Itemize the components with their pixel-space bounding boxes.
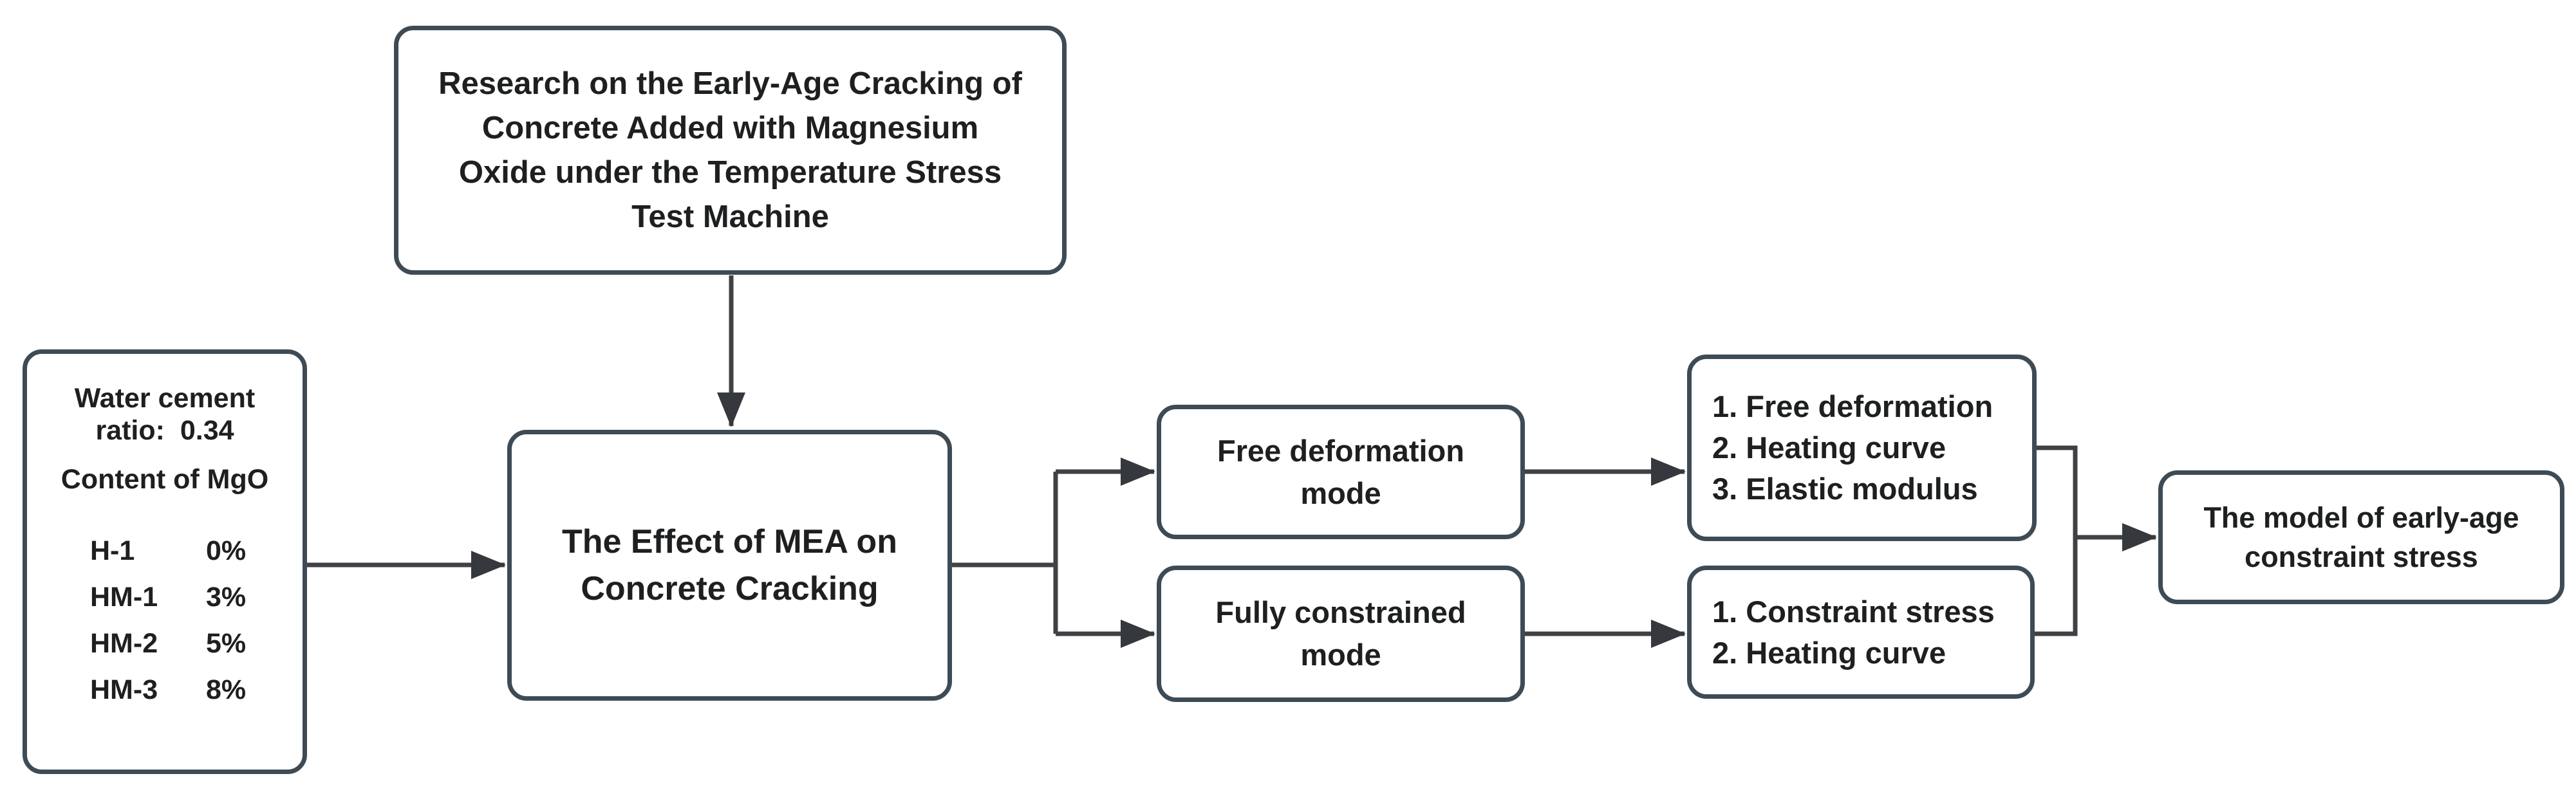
list-item: 3. Elastic modulus xyxy=(1712,472,1978,506)
mgo-percent: 0% xyxy=(206,535,247,566)
mgo-percent: 3% xyxy=(206,582,247,613)
model-line: The model of early-age xyxy=(2203,501,2519,534)
model-line: constraint stress xyxy=(2245,540,2478,573)
table-row: HM-3 8% xyxy=(27,667,303,713)
list-item: 2. Heating curve xyxy=(1712,635,1946,670)
research-title-line: Test Machine xyxy=(631,199,829,234)
free-deformation-mode-line: Free deformation xyxy=(1217,433,1464,468)
research-title-box: Research on the Early-Age Cracking of Co… xyxy=(394,26,1067,275)
table-row: H-1 0% xyxy=(27,528,303,574)
mix-id: HM-1 xyxy=(90,582,158,613)
water-cement-ratio-line1: Water cement xyxy=(74,383,256,414)
connector-outputs-merge xyxy=(2035,445,2078,636)
mea-effect-line: Concrete Cracking xyxy=(581,569,879,607)
list-item: 2. Heating curve xyxy=(1712,430,1946,465)
research-title-line: Oxide under the Temperature Stress xyxy=(458,154,1002,190)
mea-effect-box: The Effect of MEA on Concrete Cracking xyxy=(507,430,952,701)
mea-effect-line: The Effect of MEA on xyxy=(562,522,897,560)
mgo-percent: 5% xyxy=(206,628,247,659)
constraint-stress-model-box: The model of early-age constraint stress xyxy=(2158,470,2564,604)
list-item: 1. Free deformation xyxy=(1712,389,1993,423)
mgo-percent: 8% xyxy=(206,674,247,705)
fully-constrained-mode-box: Fully constrained mode xyxy=(1157,566,1525,702)
research-title-line: Concrete Added with Magnesium xyxy=(481,110,979,145)
table-row: HM-1 3% xyxy=(27,574,303,620)
mix-id: HM-3 xyxy=(90,674,158,705)
mgo-content-table: H-1 0% HM-1 3% HM-2 5% HM-3 8% xyxy=(27,528,303,713)
mgo-content-subtitle: Content of MgO xyxy=(61,464,269,495)
table-row: HM-2 5% xyxy=(27,620,303,667)
water-cement-ratio-line2: ratio: 0.34 xyxy=(95,415,234,446)
mix-parameters-box: Water cement ratio: 0.34 Content of MgO … xyxy=(23,349,307,774)
free-deformation-mode-box: Free deformation mode xyxy=(1157,405,1525,539)
list-item: 1. Constraint stress xyxy=(1712,594,1995,629)
fully-constrained-mode-line: mode xyxy=(1300,638,1381,672)
free-deformation-mode-line: mode xyxy=(1300,475,1381,510)
fully-constrained-mode-line: Fully constrained xyxy=(1215,595,1466,629)
free-mode-outputs-box: 1. Free deformation 2. Heating curve 3. … xyxy=(1687,355,2037,541)
mix-id: HM-2 xyxy=(90,628,158,659)
mix-id: H-1 xyxy=(90,535,135,566)
research-title-line: Research on the Early-Age Cracking of xyxy=(438,66,1022,101)
constrained-mode-outputs-box: 1. Constraint stress 2. Heating curve xyxy=(1687,566,2035,699)
